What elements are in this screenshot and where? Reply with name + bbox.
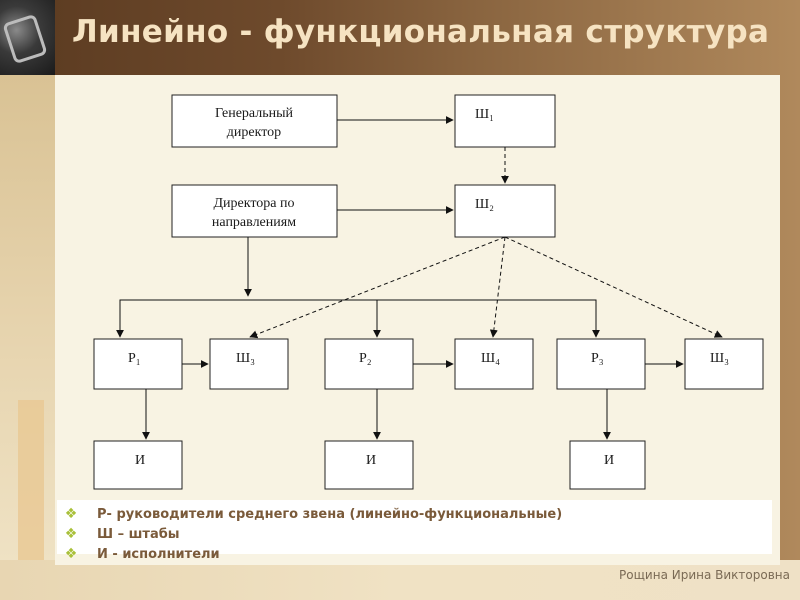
checkered-diamond-icon: ❖ bbox=[64, 506, 78, 522]
box-sh3-left: Ш₃ bbox=[209, 338, 289, 390]
r2-label: Р₂ bbox=[359, 351, 372, 366]
box-i2: И bbox=[324, 440, 414, 490]
legend-text-i: И - исполнители bbox=[97, 546, 220, 562]
distribution-bus bbox=[119, 299, 597, 335]
sh1-label: Ш₁ bbox=[475, 107, 494, 122]
directors-label-2: направлениям bbox=[212, 215, 296, 230]
legend-text-r: Р- руководители среднего звена (линейно-… bbox=[97, 506, 563, 522]
dashed-sh2-to-sh4 bbox=[489, 236, 506, 338]
legend-item: ❖ Р- руководители среднего звена (линейн… bbox=[63, 504, 772, 524]
box-r1: Р₁ bbox=[93, 338, 183, 390]
general-director-label-1: Генеральный bbox=[215, 106, 294, 121]
box-r3: Р₃ bbox=[556, 338, 646, 390]
legend-text-sh: Ш – штабы bbox=[97, 526, 180, 542]
directors-label-1: Директора по bbox=[213, 196, 294, 211]
dashed-sh2-to-sh3-left bbox=[249, 236, 506, 339]
checkered-diamond-icon: ❖ bbox=[64, 546, 78, 562]
box-i3: И bbox=[569, 440, 646, 490]
dashed-connectors bbox=[249, 147, 723, 339]
r3-label: Р₃ bbox=[591, 351, 604, 366]
left-decor-bar bbox=[18, 400, 44, 590]
checkered-diamond-icon: ❖ bbox=[64, 526, 78, 542]
sh4-label: Ш₄ bbox=[481, 351, 500, 366]
box-r2: Р₂ bbox=[324, 338, 414, 390]
r1-label: Р₁ bbox=[128, 351, 141, 366]
general-director-label-2: директор bbox=[227, 125, 281, 140]
i3-label: И bbox=[604, 453, 614, 468]
box-sh4: Ш₄ bbox=[454, 338, 534, 390]
box-sh3-right: Ш₃ bbox=[684, 338, 764, 390]
corner-photo bbox=[0, 0, 55, 75]
legend: ❖ Р- руководители среднего звена (линейн… bbox=[57, 500, 772, 562]
footer-band bbox=[0, 560, 800, 600]
legend-item: ❖ Ш – штабы bbox=[63, 524, 772, 544]
slide-title: Линейно - функциональная структура bbox=[72, 14, 770, 50]
box-directors: Директора по направлениям bbox=[171, 184, 338, 238]
author-credit: Рощина Ирина Викторовна bbox=[619, 568, 790, 582]
sh3-left-label: Ш₃ bbox=[236, 351, 255, 366]
solid-connectors bbox=[116, 116, 684, 440]
box-i1: И bbox=[93, 440, 183, 490]
dashed-sh2-to-sh3-right bbox=[504, 236, 723, 338]
box-sh2: Ш₂ bbox=[454, 184, 556, 238]
legend-item: ❖ И - исполнители bbox=[63, 544, 772, 564]
sh3-right-label: Ш₃ bbox=[710, 351, 729, 366]
i2-label: И bbox=[366, 453, 376, 468]
i1-label: И bbox=[135, 453, 145, 468]
box-sh1: Ш₁ bbox=[454, 94, 556, 148]
sh2-label: Ш₂ bbox=[475, 197, 494, 212]
box-general-director: Генеральный директор bbox=[171, 94, 338, 148]
